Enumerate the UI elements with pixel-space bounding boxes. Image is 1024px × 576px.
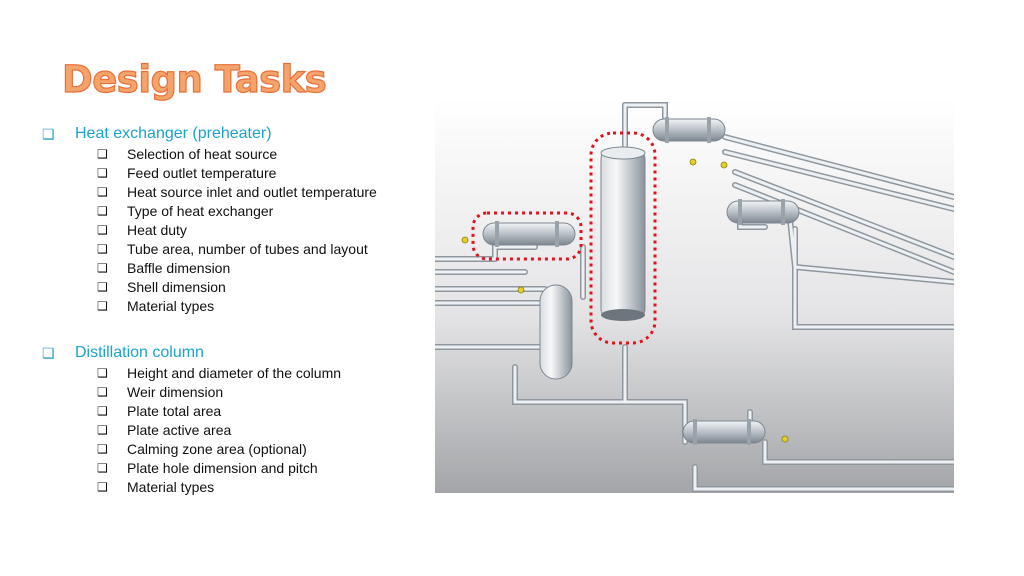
checkbox-bullet-icon: ❑ [97,298,108,313]
list-item: ❑ Height and diameter of the column [97,363,341,382]
list-item-label: Plate hole dimension and pitch [127,459,318,476]
list-item: ❑ Material types [97,477,341,496]
valve-icon [461,158,789,443]
list-item-label: Height and diameter of the column [127,364,342,381]
list-item-label: Type of heat exchanger [127,202,274,219]
list-item: ❑ Weir dimension [97,382,341,401]
checkbox-bullet-icon: ❑ [97,384,108,399]
list-item: ❑ Plate hole dimension and pitch [97,458,341,477]
list-item-label: Tube area, number of tubes and layout [127,240,368,257]
section-heat-exchanger: ❑ Heat exchanger (preheater) ❑ Selection … [42,124,377,315]
section-distillation-column: ❑ Distillation column ❑ Height and diamet… [42,343,341,496]
checkbox-bullet-icon: ❑ [42,344,55,361]
highlight-box [589,131,657,345]
condenser-vessel [652,117,726,143]
list-item-label: Calming zone area (optional) [127,440,307,457]
list-item: ❑ Plate active area [97,420,341,439]
list-item-label: Shell dimension [127,278,226,295]
checkbox-bullet-icon: ❑ [97,365,108,380]
section-heading: Heat exchanger (preheater) [75,125,272,142]
checkbox-bullet-icon: ❑ [97,241,108,256]
list-item-label: Baffle dimension [127,259,231,276]
list-item: ❑ Type of heat exchanger [97,201,377,220]
checkbox-bullet-icon: ❑ [42,125,55,142]
reboiler-exchanger [726,199,800,225]
list-item-label: Heat duty [127,221,187,238]
section-heading: Distillation column [75,344,204,361]
checkbox-bullet-icon: ❑ [97,279,108,294]
checkbox-bullet-icon: ❑ [97,260,108,275]
checkbox-bullet-icon: ❑ [97,460,108,475]
checkbox-bullet-icon: ❑ [97,222,108,237]
checkbox-bullet-icon: ❑ [97,146,108,161]
checkbox-bullet-icon: ❑ [97,422,108,437]
list-item: ❑ Tube area, number of tubes and layout [97,239,377,258]
list-item-label: Plate active area [127,421,232,438]
checkbox-bullet-icon: ❑ [97,403,108,418]
list-item-label: Feed outlet temperature [127,164,277,181]
bottom-exchanger [682,419,766,445]
reflux-drum [539,284,573,380]
list-item: ❑ Heat duty [97,220,377,239]
distillation-column [589,131,657,345]
checkbox-bullet-icon: ❑ [97,165,108,180]
list-item-label: Material types [127,478,215,495]
preheater-exchanger [471,211,583,261]
list-item: ❑ Baffle dimension [97,258,377,277]
checkbox-bullet-icon: ❑ [97,184,108,199]
list-item: ❑ Plate total area [97,401,341,420]
list-item: ❑ Calming zone area (optional) [97,439,341,458]
checkbox-bullet-icon: ❑ [97,203,108,218]
highlight-box [471,211,583,261]
checkbox-bullet-icon: ❑ [97,479,108,494]
list-item: ❑ Material types [97,296,377,315]
checkbox-bullet-icon: ❑ [97,441,108,456]
list-item: ❑ Feed outlet temperature [97,163,377,182]
process-diagram [435,97,954,493]
page-title: Design Tasks [61,57,327,101]
list-item: ❑ Heat source inlet and outlet temperatur… [97,182,377,201]
pipes [435,102,954,492]
list-item-label: Plate total area [127,402,222,419]
list-item: ❑ Shell dimension [97,277,377,296]
list-item-label: Weir dimension [127,383,224,400]
list-item-label: Material types [127,297,215,314]
list-item: ❑ Selection of heat source [97,144,377,163]
list-item-label: Heat source inlet and outlet temperature [127,183,377,200]
list-item-label: Selection of heat source [127,145,278,162]
